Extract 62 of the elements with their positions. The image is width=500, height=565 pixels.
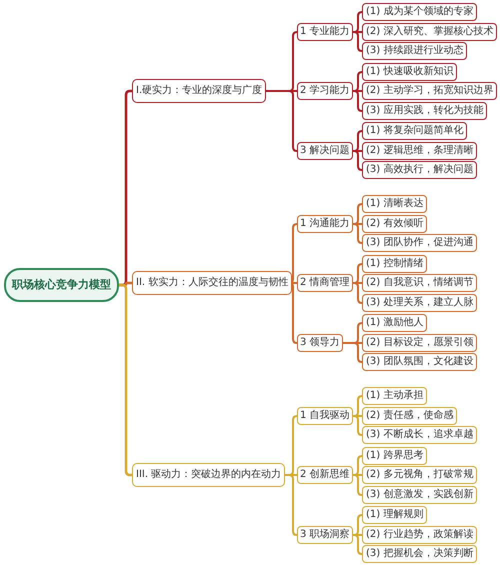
- leaf-topic-box: (3) 创意激发，实践创新: [362, 486, 478, 504]
- leaf-topic-box: (3) 持续跟进行业动态: [362, 42, 468, 60]
- connector-line: [352, 11, 363, 33]
- root-topic-box: 职场核心竞争力模型: [4, 268, 119, 302]
- connector-line: [352, 474, 363, 496]
- leaf-topic-box: (1) 主动承担: [362, 387, 428, 405]
- connector-line: [352, 263, 363, 284]
- leaf-topic-box: (1) 快速吸收新知识: [362, 62, 458, 80]
- branch-topic-box: I.硬实力：专业的深度与广度: [132, 79, 266, 103]
- connector-line: [352, 534, 363, 555]
- connector-line: [343, 342, 363, 363]
- connector-line: [119, 90, 132, 286]
- leaf-topic-box: (2) 行业趋势，政策解读: [362, 526, 478, 544]
- leaf-topic-box: (1) 清晰表达: [362, 195, 428, 213]
- subtopic-box: 1 专业能力: [297, 22, 353, 40]
- subtopic-box: 3 领导力: [297, 334, 343, 352]
- subtopic-box: 3 解决问题: [297, 142, 353, 160]
- subtopic-box: 1 自我驱动: [297, 406, 353, 424]
- leaf-topic-box: (3) 高效执行，解决问题: [362, 161, 478, 179]
- leaf-topic-box: (2) 有效倾听: [362, 214, 428, 232]
- leaf-topic-box: (1) 控制情绪: [362, 254, 428, 272]
- leaf-topic-box: (3) 处理关系，建立人脉: [362, 294, 478, 312]
- subtopic-box: 2 创新思维: [297, 466, 353, 484]
- leaf-topic-box: (3) 不断成长，追求卓越: [362, 426, 478, 444]
- connector-line: [352, 223, 363, 244]
- subtopic-box: 2 情商管理: [297, 274, 353, 292]
- connector-line: [352, 415, 363, 436]
- connector-line: [352, 203, 363, 225]
- connector-line: [352, 130, 363, 152]
- connector-line: [352, 455, 363, 476]
- connector-line: [119, 284, 132, 476]
- connector-line: [352, 71, 363, 92]
- leaf-topic-box: (2) 目标设定，愿景引领: [362, 334, 478, 352]
- branch-topic-box: II. 软实力：人际交往的温度与韧性: [132, 271, 292, 295]
- connector-line: [266, 90, 298, 152]
- leaf-topic-box: (3) 把握机会，决策判断: [362, 545, 478, 563]
- leaf-topic-box: (1) 激励他人: [362, 314, 428, 332]
- leaf-topic-box: (2) 责任感，使命感: [362, 406, 458, 424]
- connector-line: [352, 31, 363, 52]
- connector-line: [285, 474, 298, 536]
- leaf-topic-box: (2) 逻辑思维，条理清晰: [362, 142, 478, 160]
- leaf-topic-box: (1) 将复杂问题简单化: [362, 122, 468, 140]
- leaf-topic-box: (1) 成为某个领域的专家: [362, 3, 478, 21]
- connector-line: [292, 282, 297, 284]
- leaf-topic-box: (3) 团队协作，促进沟通: [362, 234, 478, 252]
- leaf-topic-box: (1) 理解规则: [362, 506, 428, 524]
- connector-line: [352, 150, 363, 171]
- subtopic-box: 3 职场洞察: [297, 526, 353, 544]
- leaf-topic-box: (3) 应用实践，转化为技能: [362, 102, 488, 120]
- leaf-topic-box: (2) 深入研究、掌握核心技术: [362, 22, 498, 40]
- leaf-topic-box: (2) 多元视角，打破常规: [362, 466, 478, 484]
- leaf-topic-box: (2) 主动学习，拓宽知识边界: [362, 82, 498, 100]
- connector-line: [352, 282, 363, 304]
- connector-line: [352, 90, 363, 112]
- leaf-topic-box: (1) 跨界思考: [362, 446, 428, 464]
- leaf-topic-box: (2) 自我意识，情绪调节: [362, 274, 478, 292]
- leaf-topic-box: (3) 团队氛围，文化建设: [362, 353, 478, 371]
- connector-line: [352, 514, 363, 536]
- subtopic-box: 1 沟通能力: [297, 214, 353, 232]
- subtopic-box: 2 学习能力: [297, 82, 353, 100]
- connector-line: [352, 395, 363, 417]
- branch-topic-box: III. 驱动力：突破边界的内在动力: [132, 463, 286, 487]
